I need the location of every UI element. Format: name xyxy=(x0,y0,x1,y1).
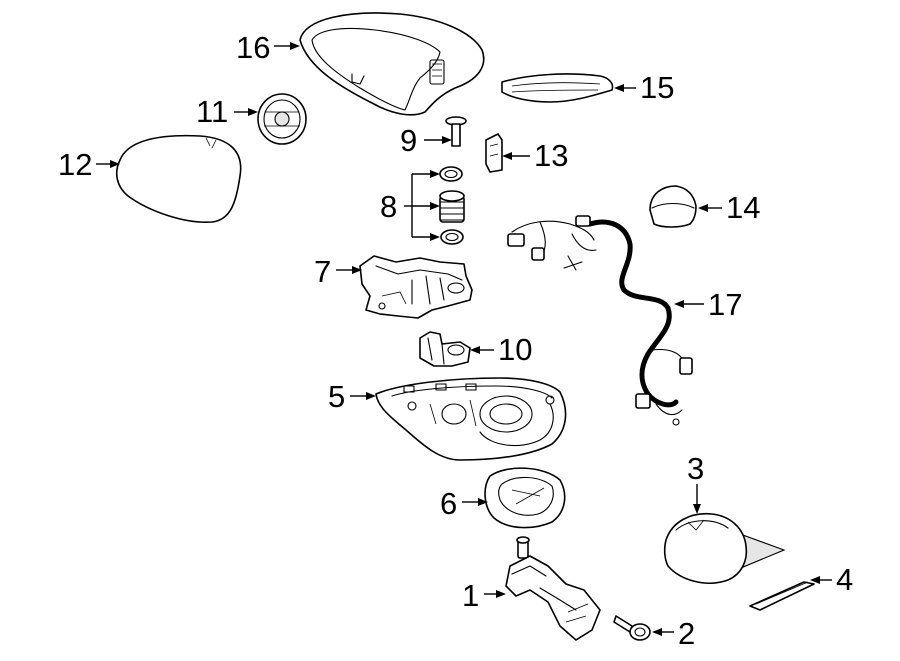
part-14-cap xyxy=(649,185,697,228)
callout-13: 13 xyxy=(534,138,568,173)
part-13-clip xyxy=(485,133,503,173)
callout-4: 4 xyxy=(836,562,853,597)
part-11-motor-disc xyxy=(257,93,307,145)
callout-1: 1 xyxy=(462,578,479,613)
callout-6: 6 xyxy=(440,486,457,521)
part-15-turn-signal-lens xyxy=(501,73,614,103)
callout-14: 14 xyxy=(726,190,760,225)
part-17-wire-harness xyxy=(507,215,693,426)
part-4-trim-strip xyxy=(749,581,815,611)
callout-16: 16 xyxy=(236,30,270,65)
part-7-bracket xyxy=(359,255,473,319)
part-6-gasket xyxy=(484,467,566,529)
callout-11: 11 xyxy=(196,94,228,129)
part-8-spring-washers xyxy=(439,166,465,245)
callout-5: 5 xyxy=(328,379,345,414)
callout-17: 17 xyxy=(708,287,742,322)
callout-3: 3 xyxy=(687,451,704,486)
part-9-pin xyxy=(445,116,467,147)
callout-9: 9 xyxy=(400,123,417,158)
callout-2: 2 xyxy=(678,616,695,651)
callout-8: 8 xyxy=(380,189,397,224)
part-2-bolt xyxy=(613,615,651,641)
part-12-mirror-glass xyxy=(115,134,242,223)
callout-10: 10 xyxy=(498,332,532,367)
callout-12: 12 xyxy=(58,147,92,182)
part-3-base-cover xyxy=(663,513,786,584)
callout-labels: 16 15 11 12 9 13 8 14 7 17 10 5 6 3 4 1 … xyxy=(58,30,853,651)
part-5-base-housing xyxy=(375,377,567,461)
callout-7: 7 xyxy=(314,254,331,289)
leader-lines xyxy=(96,42,832,636)
part-16-mirror-housing xyxy=(299,12,485,116)
part-1-mounting-arm xyxy=(505,536,601,641)
callout-15: 15 xyxy=(640,70,674,105)
part-10-motor-block xyxy=(419,331,471,367)
